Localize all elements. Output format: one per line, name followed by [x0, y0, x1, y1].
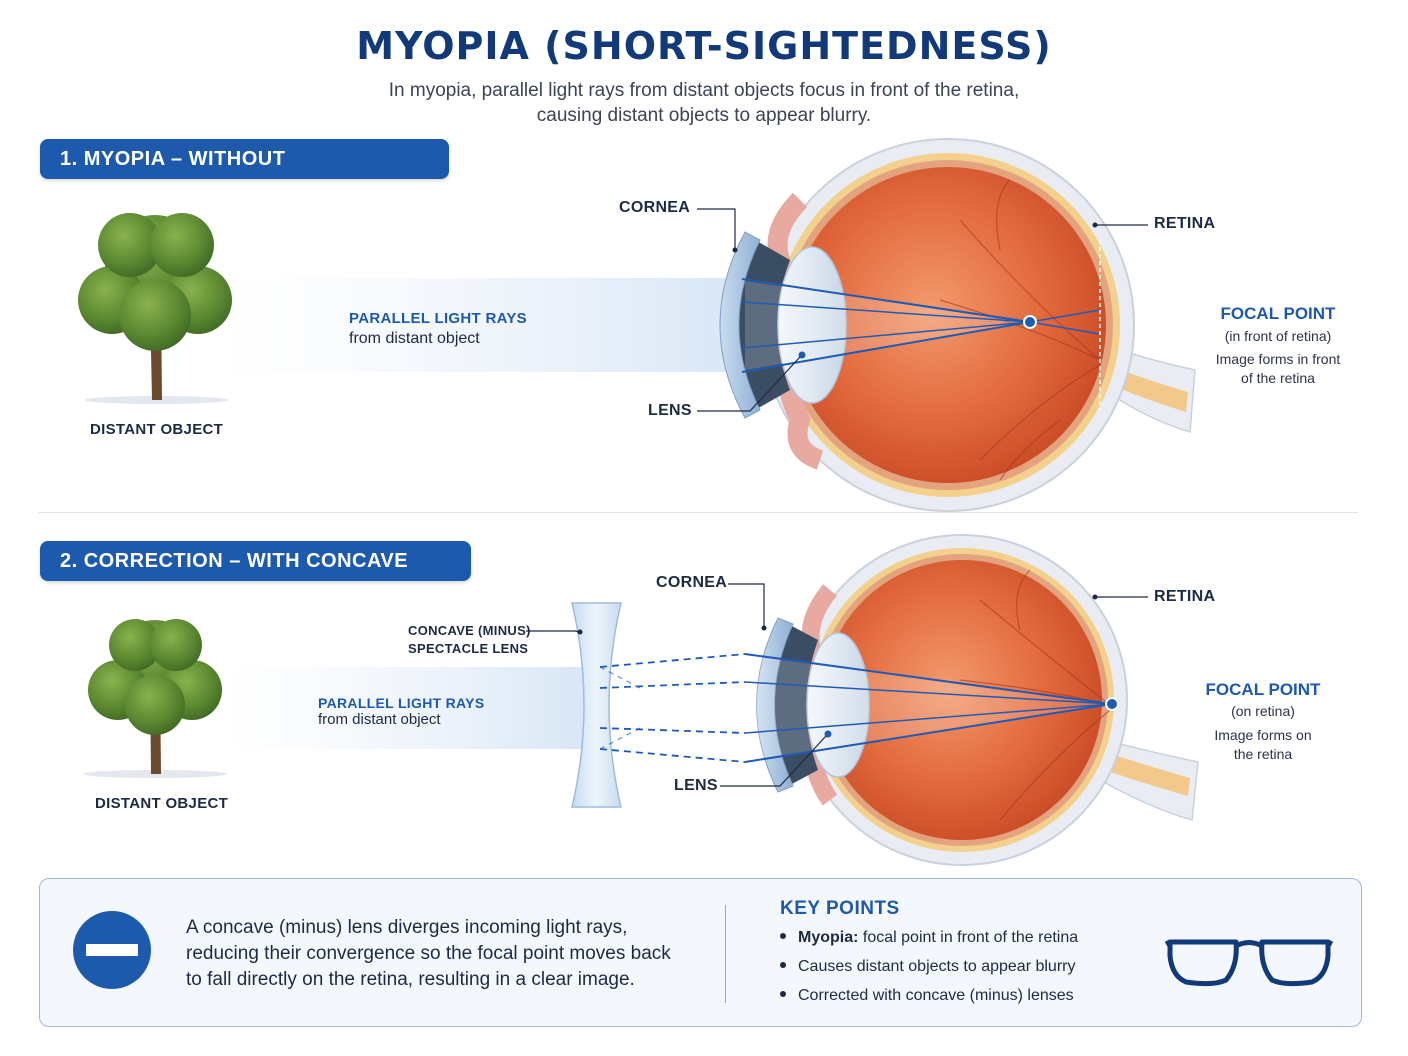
glasses-icon: [1164, 939, 1334, 987]
rays-sub-2: from distant object: [318, 711, 441, 728]
explanation-line-3: to fall directly on the retina, resultin…: [186, 969, 635, 990]
explanation-line-2: reducing their convergence so the focal …: [186, 943, 671, 964]
section-2-heading: 2. CORRECTION – WITH CONCAVE LENS: [40, 541, 471, 612]
rays-title-1: PARALLEL LIGHT RAYS: [349, 310, 527, 327]
retina-label-1: RETINA: [1154, 215, 1216, 232]
key-points-list: Myopia: focal point in front of the reti…: [780, 929, 1078, 1016]
retina-label-2: RETINA: [1154, 588, 1216, 605]
panel-divider: [725, 905, 726, 1003]
key-point-1-bold: Myopia:: [798, 929, 859, 946]
eye-diagram-2: [744, 534, 1199, 866]
focal-point-title-1: FOCAL POINT: [1220, 304, 1336, 323]
tree-icon: [83, 619, 227, 778]
subtitle-line-2: causing distant objects to appear blurry…: [536, 105, 872, 126]
distant-object-label-1: DISTANT OBJECT: [90, 421, 224, 438]
eye-diagram-1: [719, 138, 1196, 512]
subtitle-line-1: In myopia, parallel light rays from dist…: [388, 80, 1020, 101]
concave-label-line2: SPECTACLE LENS: [408, 641, 529, 656]
page-title: MYOPIA (SHORT-SIGHTEDNESS): [356, 24, 1052, 68]
tree-icon: [78, 213, 232, 404]
summary-explanation: A concave (minus) lens diverges incoming…: [186, 915, 686, 993]
focal-point-sub-1: (in front of retina): [1224, 328, 1332, 344]
concave-label-line1: CONCAVE (MINUS): [408, 623, 531, 638]
focal-desc-2-line1: Image forms on: [1214, 727, 1312, 743]
summary-panel: [39, 878, 1362, 1027]
cornea-label-2: CORNEA: [656, 574, 728, 591]
list-item: Corrected with concave (minus) lenses: [780, 987, 1078, 1016]
focal-point-sub-2: (on retina): [1231, 703, 1295, 719]
focal-point-title-2: FOCAL POINT: [1205, 680, 1321, 699]
section-divider: [38, 512, 1358, 513]
key-point-3: Corrected with concave (minus) lenses: [798, 987, 1074, 1004]
cornea-label-1: CORNEA: [619, 199, 691, 216]
rays-sub-1: from distant object: [349, 330, 480, 347]
focal-desc-1-line1: Image forms in front: [1215, 351, 1341, 367]
minus-icon: [73, 911, 151, 989]
key-points-title: KEY POINTS: [780, 898, 900, 919]
key-point-2: Causes distant objects to appear blurry: [798, 958, 1076, 975]
lens-label-1: LENS: [648, 402, 692, 419]
concave-lens-icon: [571, 602, 622, 808]
focal-desc-1-line2: of the retina: [1241, 370, 1315, 386]
list-item: Myopia: focal point in front of the reti…: [780, 929, 1078, 958]
key-point-1-rest: focal point in front of the retina: [858, 929, 1079, 946]
list-item: Causes distant objects to appear blurry: [780, 958, 1078, 987]
focal-point-desc-2: Image forms on the retina: [1163, 726, 1363, 764]
section-1-heading: 1. MYOPIA – WITHOUT CORRECTION: [40, 139, 449, 210]
explanation-line-1: A concave (minus) lens diverges incoming…: [186, 917, 628, 938]
lens-label-2: LENS: [674, 777, 718, 794]
rays-title-2: PARALLEL LIGHT RAYS: [318, 695, 485, 711]
focal-desc-2-line2: the retina: [1233, 746, 1293, 762]
focal-point-desc-1: Image forms in front of the retina: [1178, 350, 1378, 388]
page-subtitle: In myopia, parallel light rays from dist…: [304, 78, 1104, 128]
distant-object-label-2: DISTANT OBJECT: [95, 795, 229, 812]
